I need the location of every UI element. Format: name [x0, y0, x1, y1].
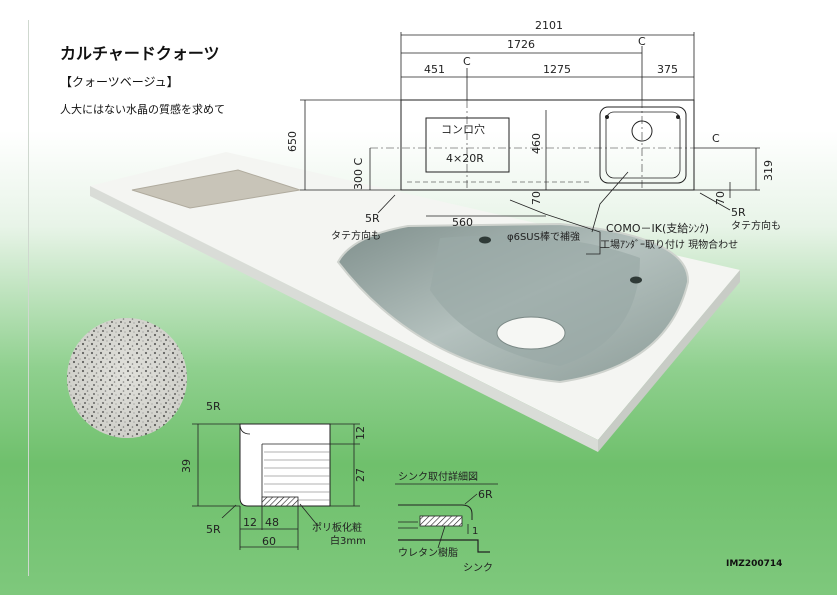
section-drawing: [192, 423, 360, 550]
dim-60: 60: [262, 535, 276, 548]
section-radius-top: 5R: [206, 400, 221, 413]
color-name: 【クォーツベージュ】: [60, 75, 179, 89]
detail-sink-label: シンク: [463, 562, 493, 574]
dim-center-span: 1275: [543, 63, 571, 76]
dim-height-300c: 300 C: [352, 158, 365, 190]
dim-height-650: 650: [286, 131, 299, 152]
radius-right: 5R: [731, 206, 746, 219]
dim-left-offset: 451: [424, 63, 445, 76]
dim-right-center: C: [712, 132, 720, 145]
note-right: タテ方向も: [731, 219, 781, 232]
sink-note: 工場ｱﾝﾀﾞｰ取り付け 現物合わせ: [600, 238, 738, 251]
dim-70-right: 70: [714, 191, 727, 205]
dim-460: 460: [530, 133, 543, 154]
dim-48: 48: [265, 516, 279, 529]
mount-detail-drawing: [395, 483, 498, 553]
dim-inner-span: 1726: [507, 38, 535, 51]
plan-drawing: [300, 32, 760, 255]
dim-27: 27: [354, 468, 367, 482]
dim-right-offset: 375: [657, 63, 678, 76]
cutout-radius: 4×20R: [446, 152, 484, 165]
dim-560: 560: [452, 216, 473, 229]
page-title: カルチャードクォーツ: [60, 44, 220, 63]
dim-70-left: 70: [530, 191, 543, 205]
dim-39: 39: [180, 459, 193, 473]
detail-resin-label: ウレタン樹脂: [398, 546, 458, 559]
finish-note-1: ポリ板化粧: [312, 521, 362, 534]
radius-left: 5R: [365, 212, 380, 225]
dim-12-bottom: 12: [243, 516, 257, 529]
cutout-label: コンロ穴: [441, 122, 485, 136]
sheet-frame: [28, 20, 819, 576]
document-code: IMZ200714: [726, 559, 783, 569]
stone-sample: [67, 318, 187, 438]
dim-12-right: 12: [354, 426, 367, 440]
countertop-photo: [90, 152, 740, 452]
sus-note: φ6SUS棒で補強: [507, 230, 580, 243]
sink-model: COMO－IK(支給ｼﾝｸ): [606, 221, 709, 235]
section-radius-bottom: 5R: [206, 523, 221, 536]
dim-overall: 2101: [535, 19, 563, 32]
note-left: タテ方向も: [331, 229, 381, 242]
detail-title: シンク取付詳細図: [398, 470, 478, 483]
tagline: 人大にはない水晶の質感を求めて: [60, 103, 225, 116]
detail-gap: 1: [472, 526, 478, 537]
finish-note-2: 白3mm: [330, 534, 366, 547]
dim-center-mark-left: C: [463, 55, 471, 68]
dim-319: 319: [762, 160, 775, 181]
detail-radius: 6R: [478, 488, 493, 501]
dim-center-mark-top: C: [638, 35, 646, 48]
